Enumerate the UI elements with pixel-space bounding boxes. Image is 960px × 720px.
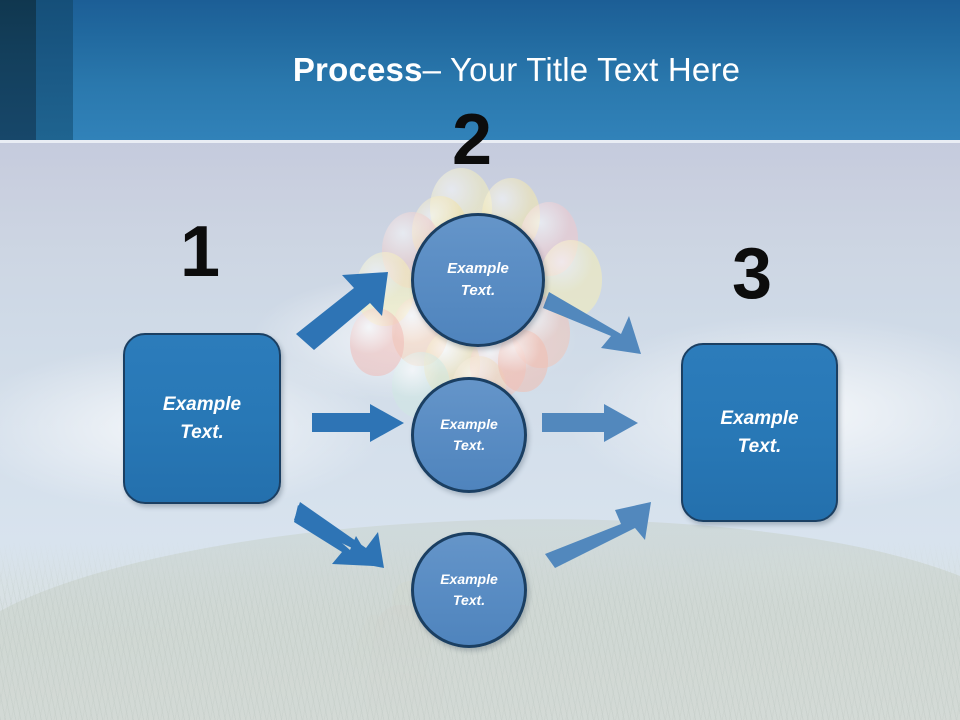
process-circle-top-line1: Example [447,259,509,277]
start-box-line2: Text. [180,421,224,443]
arrow-in-middle [312,404,404,444]
end-box[interactable]: Example Text. [681,343,838,522]
process-circle-top-text: Example Text. [447,258,509,303]
process-circle-top[interactable]: Example Text. [411,213,545,347]
start-box-line1: Example [162,393,242,415]
slide-header: Process – Your Title Text Here [0,0,960,143]
process-circle-bottom[interactable]: Example Text. [411,532,527,648]
arrow-in-bottom [294,502,408,568]
process-circle-bottom-line2: Text. [452,592,486,608]
arrow-out-bottom [545,500,657,570]
arrow-out-top [543,288,659,360]
process-circle-middle-text: Example Text. [440,414,498,456]
step-number-3: 3 [731,234,773,314]
arrow-out-middle [542,404,638,444]
process-circle-middle-line2: Text. [452,437,486,453]
header-underline [0,140,960,143]
end-box-line2: Text. [737,435,782,457]
end-box-line1: Example [720,407,799,429]
process-circle-middle-line1: Example [440,416,498,432]
arrow-in-top [296,272,406,352]
header-accent-strip-mid [36,0,73,140]
start-box-text: Example Text. [163,391,241,446]
step-number-1: 1 [179,212,221,292]
balloon [350,308,404,376]
process-circle-top-line2: Text. [460,282,496,299]
header-accent-strip-dark [0,0,36,140]
page-title: Process – Your Title Text Here [73,0,960,140]
page-title-rest: – Your Title Text Here [422,51,741,88]
page-title-bold: Process [292,51,423,88]
step-number-2: 2 [451,100,493,180]
end-box-text: Example Text. [720,405,798,460]
header-background [73,0,960,140]
process-circle-middle[interactable]: Example Text. [411,377,527,493]
start-box[interactable]: Example Text. [123,333,281,504]
process-circle-bottom-text: Example Text. [440,569,498,611]
process-circle-bottom-line1: Example [440,571,498,587]
